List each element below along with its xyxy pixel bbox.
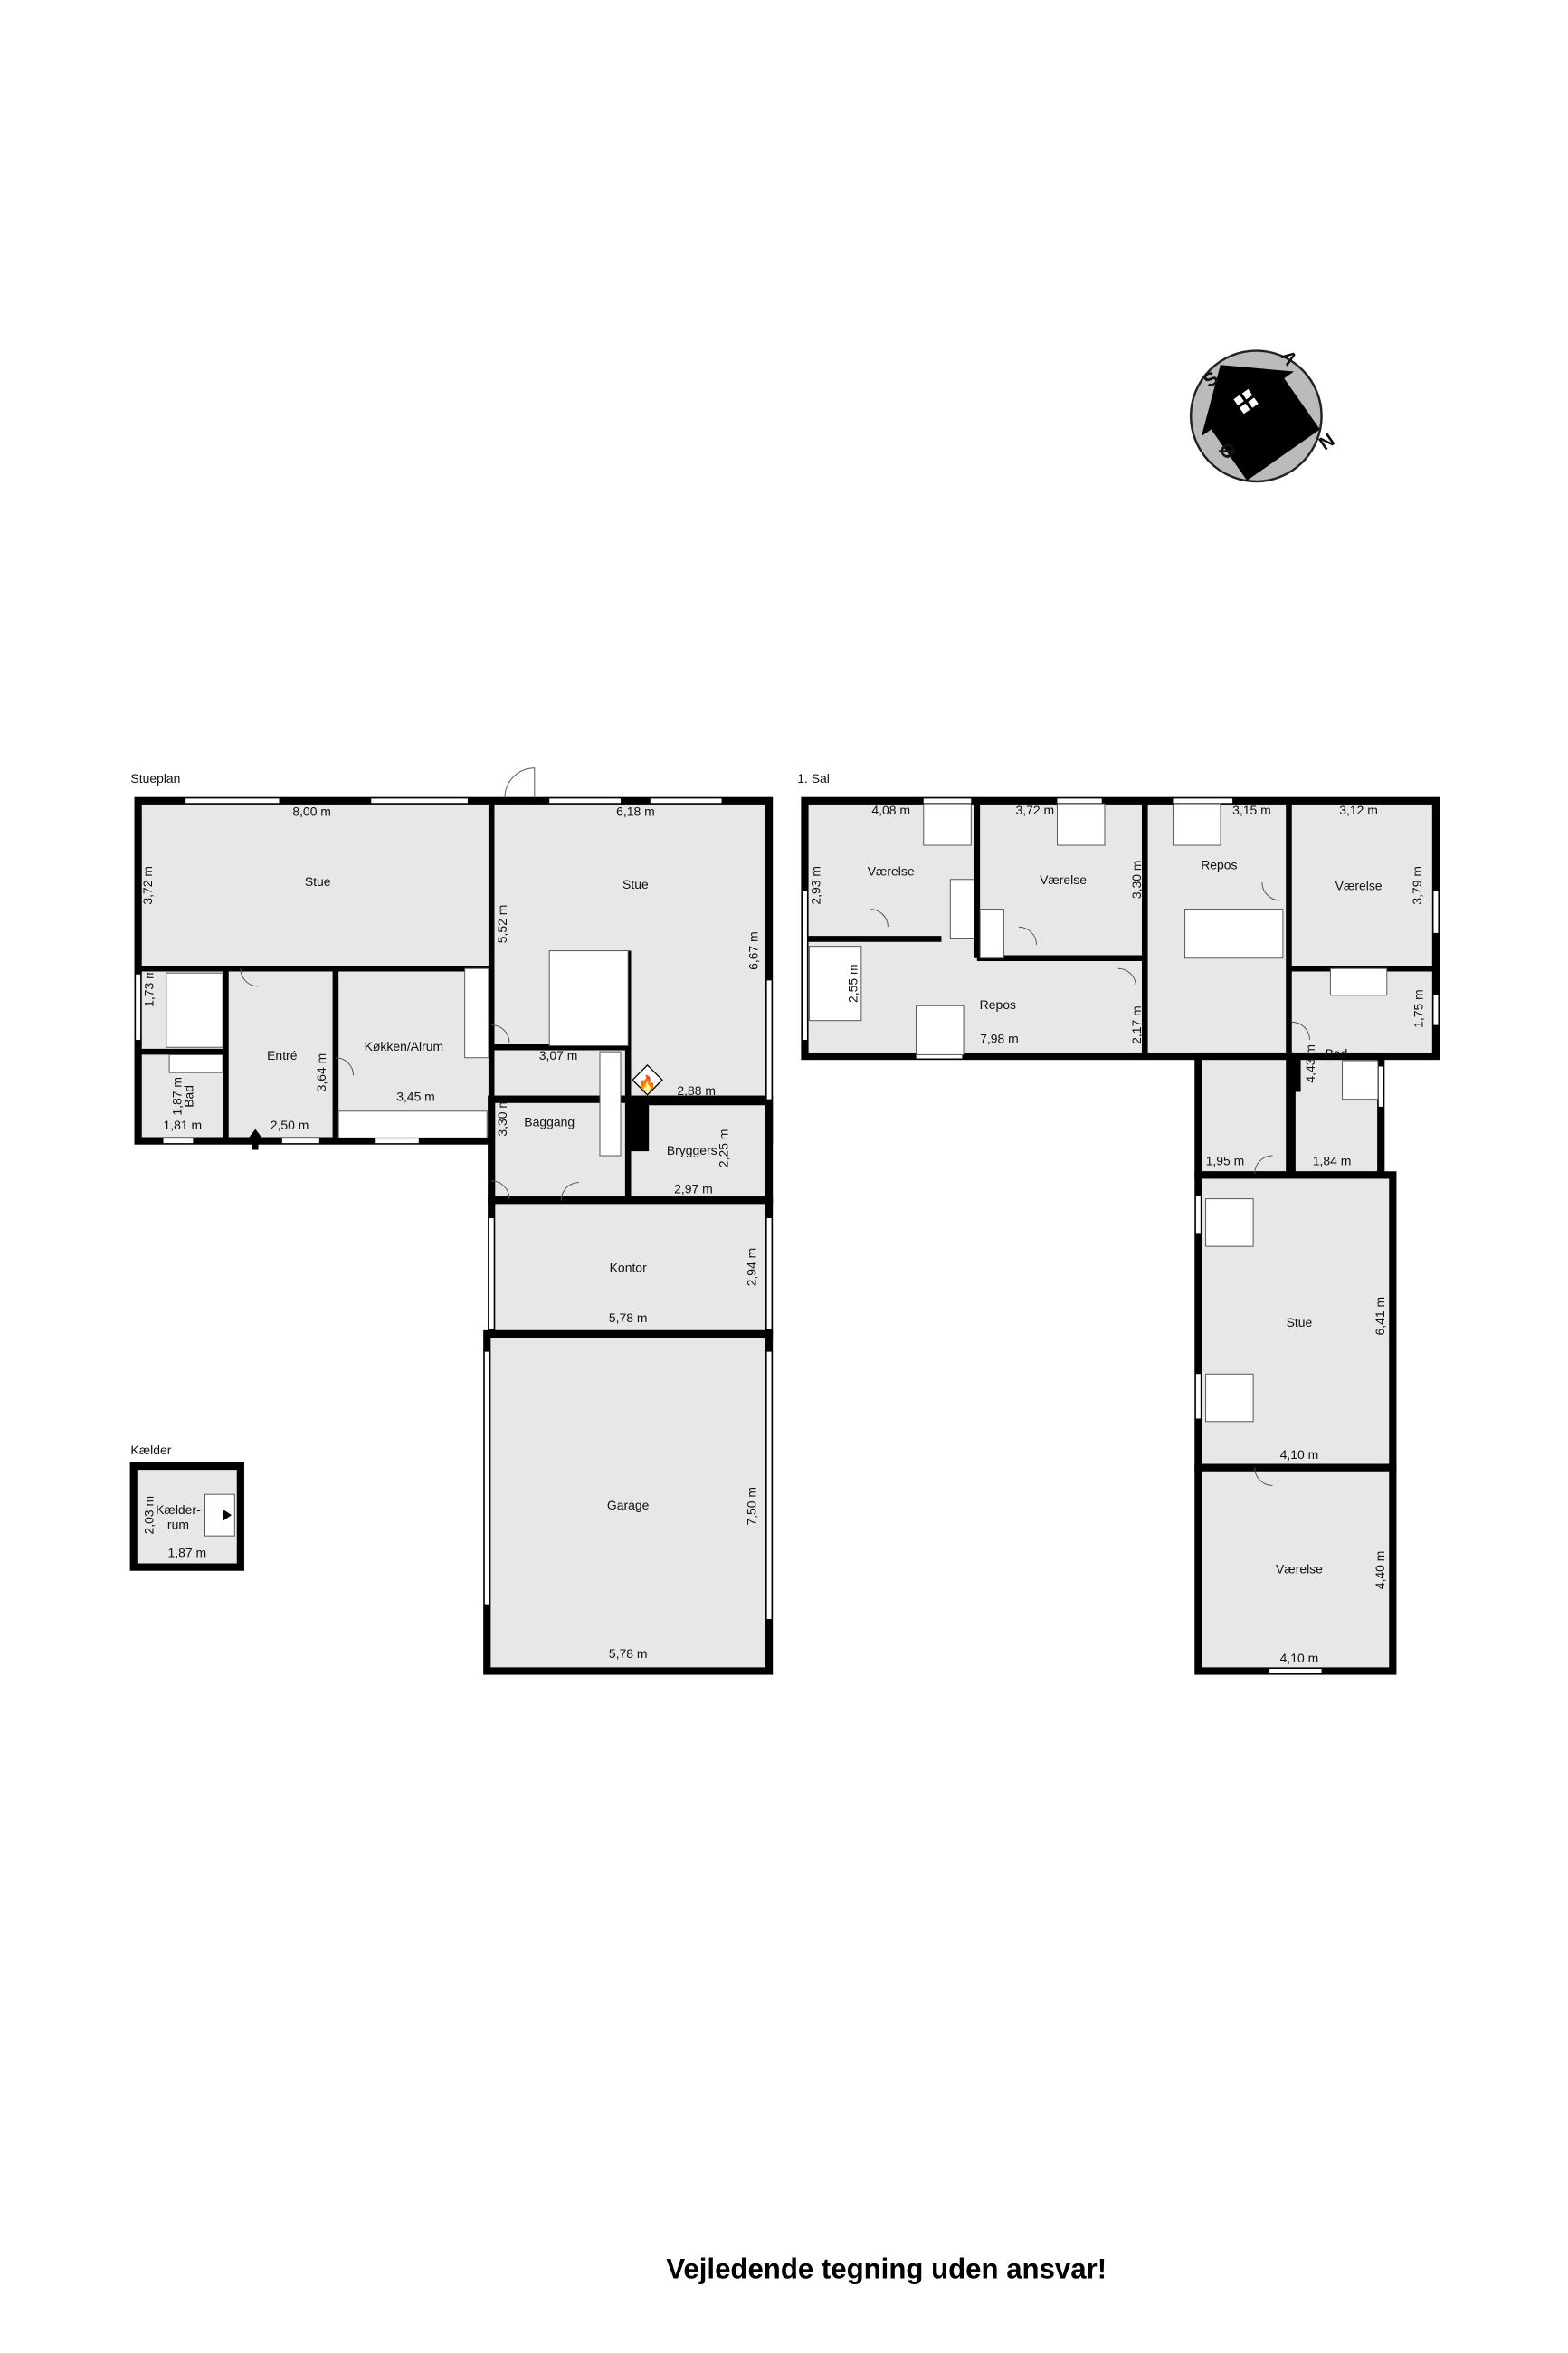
fireplace-icon: 🔥 <box>632 1063 663 1096</box>
dimension-label: 4,10 m <box>1280 1447 1319 1462</box>
dimension-label: 2,50 m <box>271 1118 309 1132</box>
floor-title-label: Stueplan <box>130 771 180 786</box>
dimension-label: 4,08 m <box>871 803 910 817</box>
ground-floor: 🔥 <box>134 767 774 1675</box>
dimension-label: 6,18 m <box>616 805 655 819</box>
dimension-label: 1,84 m <box>1313 1153 1352 1167</box>
room-name-label: Garage <box>607 1498 650 1512</box>
dimension-label: 2,93 m <box>808 866 822 905</box>
floor-title-label: 1. Sal <box>797 771 830 786</box>
dimension-label: 3,07 m <box>539 1048 578 1062</box>
room-name-label: Stue <box>305 874 331 889</box>
dimension-label: 3,72 m <box>140 866 155 905</box>
dimension-label: 6,67 m <box>746 931 760 970</box>
room-name-label: Køkken/Alrum <box>365 1039 444 1053</box>
room-name-label: Repos <box>980 997 1016 1012</box>
dimension-label: 3,79 m <box>1410 866 1424 905</box>
entrance-arrow-icon <box>246 1129 265 1150</box>
dimension-label: 4,10 m <box>1280 1651 1319 1665</box>
dimension-label: 3,15 m <box>1232 803 1271 817</box>
dimension-label: 1,81 m <box>164 1118 203 1132</box>
dimension-label: 2,88 m <box>677 1083 716 1098</box>
stair-arrow-icon <box>223 1509 233 1521</box>
basement <box>129 1462 244 1571</box>
house-icon <box>1201 365 1320 481</box>
room-name-label: Værelse <box>868 863 915 878</box>
floor-title-label: Kælder <box>130 1443 171 1457</box>
room-name-label: Stue <box>1287 1315 1313 1329</box>
room-name-label: Kontor <box>610 1260 647 1274</box>
room-name-label: Værelse <box>1040 872 1087 887</box>
dimension-label: 5,52 m <box>495 905 509 944</box>
dimension-label: 3,12 m <box>1339 803 1378 817</box>
dimension-label: 5,78 m <box>609 1646 648 1661</box>
dimension-label: 2,17 m <box>1129 1005 1144 1044</box>
dimension-label: 4,43 m <box>1303 1044 1317 1083</box>
dimension-label: 1,95 m <box>1206 1153 1245 1167</box>
dimension-label: 1,73 m <box>141 968 156 1007</box>
dimension-label: 1,87 m <box>167 1546 206 1560</box>
dimension-label: 2,97 m <box>674 1181 713 1196</box>
room-name-label: rum <box>167 1517 189 1531</box>
dimension-label: 8,00 m <box>292 805 331 819</box>
dimension-label: 3,30 m <box>495 1098 509 1137</box>
dimension-label: 4,40 m <box>1373 1551 1387 1590</box>
svg-text:🔥: 🔥 <box>638 1075 656 1092</box>
dimension-label: 1,87 m <box>170 1077 185 1116</box>
room-name-label: Bad <box>182 1085 196 1108</box>
room-name-label: Kælder- <box>156 1502 201 1517</box>
dimension-label: 2,03 m <box>141 1496 156 1535</box>
room-name-label: Baggang <box>524 1115 575 1129</box>
dimension-label: 3,72 m <box>1016 803 1055 817</box>
dimension-label: 6,41 m <box>1373 1297 1387 1336</box>
room-name-label: Bad <box>1326 1046 1348 1061</box>
compass: S V Ø N <box>1189 346 1339 483</box>
dimension-label: 7,50 m <box>745 1487 759 1526</box>
room-name-label: Stue <box>622 877 649 891</box>
disclaimer-footer: Vejledende tegning uden ansvar! <box>666 2253 1107 2285</box>
dimension-label: 5,78 m <box>609 1310 648 1325</box>
room-name-label: Bryggers <box>667 1143 717 1157</box>
dimension-label: 3,30 m <box>1129 860 1144 899</box>
dimension-label: 7,98 m <box>980 1032 1019 1046</box>
dimension-label: 3,45 m <box>396 1090 435 1104</box>
first-floor <box>801 796 1440 1675</box>
room-name-label: Entré <box>267 1048 298 1062</box>
dimension-label: 3,64 m <box>314 1053 328 1092</box>
room-name-label: Værelse <box>1335 879 1383 893</box>
room-name-label: Repos <box>1201 858 1237 872</box>
dimension-label: 2,94 m <box>745 1248 759 1287</box>
room-name-label: Værelse <box>1276 1562 1323 1577</box>
dimension-label: 2,55 m <box>845 964 860 1003</box>
dimension-label: 2,25 m <box>717 1129 731 1168</box>
dimension-label: 1,75 m <box>1411 989 1426 1028</box>
